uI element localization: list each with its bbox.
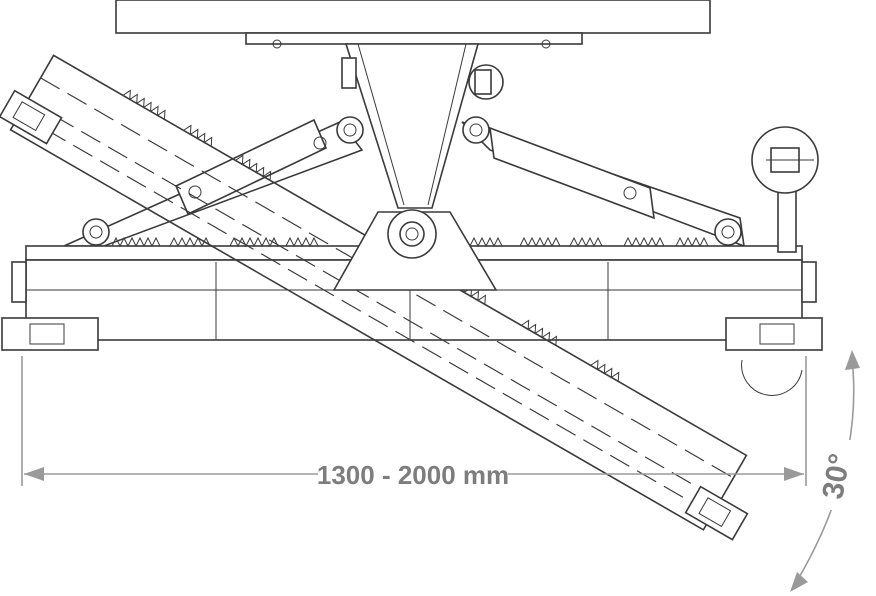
- angle-dimension-label: 30°: [816, 451, 856, 501]
- tilt-pivot-marker: [741, 359, 803, 396]
- width-dimension-label: 1300 - 2000 mm: [317, 460, 509, 490]
- central-column: [341, 43, 504, 209]
- width-dimension: 1300 - 2000 mm: [21, 356, 807, 490]
- mounting-plate: [115, 0, 711, 49]
- support-wheel: [751, 126, 819, 253]
- angle-dimension: 30°: [790, 350, 860, 592]
- pivot-bracket: [332, 209, 498, 291]
